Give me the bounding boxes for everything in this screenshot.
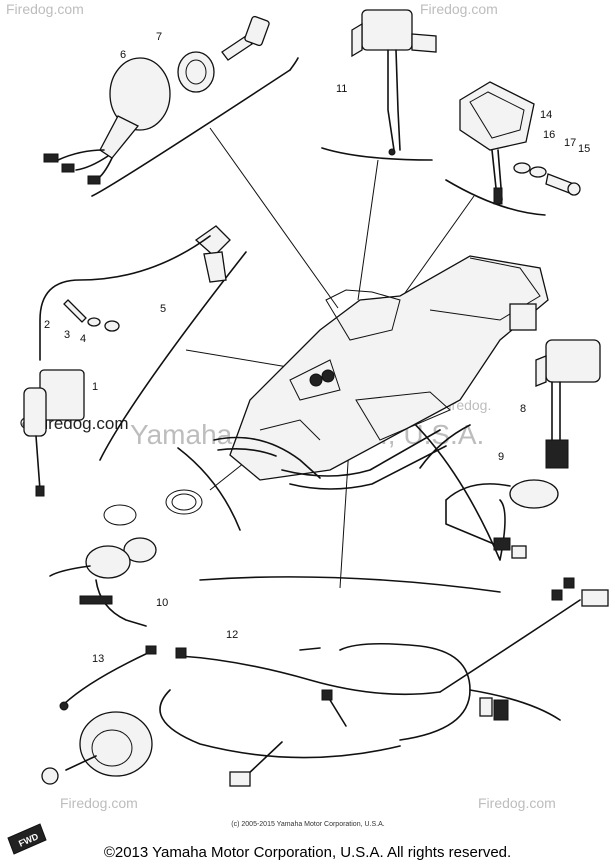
part-13-harness [59,645,157,711]
part-9-throttle-switch [445,479,559,559]
part-number-14: 14 [540,109,552,121]
part-1-ignition-coil [23,369,85,497]
part-number-5: 5 [160,303,166,315]
part-number-8: 8 [520,403,526,415]
part-number-13: 13 [92,653,104,665]
fwd-badge: FWD [7,823,47,855]
part-number-7: 7 [156,31,162,43]
part-number-16: 16 [543,129,555,141]
part-number-10: 10 [156,597,168,609]
part-number-17: 17 [564,137,576,149]
part-number-1: 1 [92,381,98,393]
parts-2-3-4-hardware [63,299,120,332]
part-11-relay [351,9,437,156]
part-7-key-cap [177,15,270,93]
part-6-headlight [43,57,171,185]
part-14-regulator [459,81,581,205]
copyright-footer: ©2013 Yamaha Motor Corporation, U.S.A. A… [103,844,512,861]
watermark-bottom-left: Firedog.com [60,795,138,811]
snowmobile-body [213,255,549,490]
part-number-labels: 6 7 11 14 16 17 15 5 2 3 4 1 8 9 10 12 1… [44,31,590,665]
watermark-top-right: Firedog.com [420,1,498,17]
part-8-switch [535,339,601,469]
part-number-2: 2 [44,319,50,331]
part-number-6: 6 [120,49,126,61]
part-5-plug-cap [39,225,231,361]
part-number-3: 3 [64,329,70,341]
rear-lamp [41,711,153,785]
part-number-4: 4 [80,333,86,345]
part-10-main-switch [49,489,203,627]
watermark-top-left: Firedog.com [6,1,84,17]
part-12-main-harness [159,577,609,787]
watermark-bottom-right: Firedog.com [478,795,556,811]
small-copyright-notice: (c) 2005-2015 Yamaha Motor Corporation, … [231,821,384,828]
group-brackets [91,57,546,593]
part-number-9: 9 [498,451,504,463]
part-number-11: 11 [336,83,347,95]
part-number-15: 15 [578,143,590,155]
part-number-12: 12 [226,629,238,641]
